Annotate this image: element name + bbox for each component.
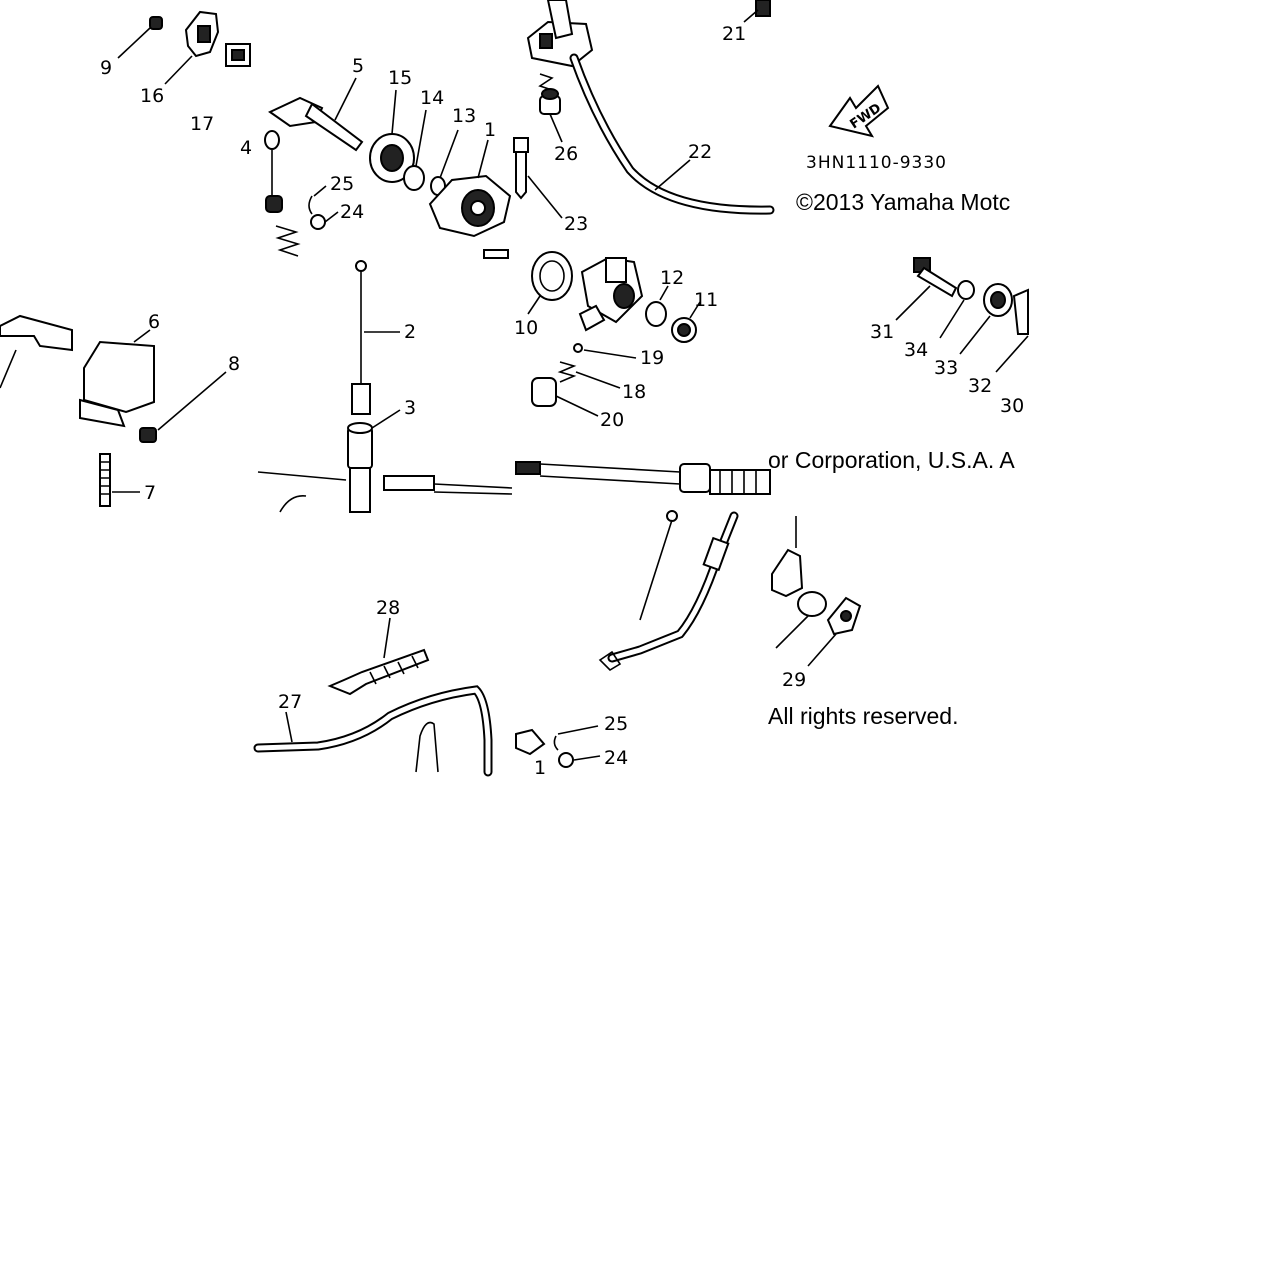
part-bracket bbox=[164, 10, 220, 85]
callout-labels: 9 16 17 5 15 14 13 1 4 25 24 23 21 26 22… bbox=[100, 23, 1024, 779]
callout-33: 33 bbox=[934, 357, 958, 379]
callout-15: 15 bbox=[388, 67, 412, 89]
tile-bottom-middle bbox=[253, 617, 493, 777]
callout-32: 32 bbox=[968, 375, 992, 397]
part-bolt bbox=[895, 257, 958, 321]
part-screw bbox=[117, 16, 163, 59]
part-knob bbox=[775, 591, 862, 667]
callout-4: 4 bbox=[240, 137, 252, 159]
tile-bottom-center bbox=[515, 510, 739, 768]
callout-9: 9 bbox=[100, 57, 112, 79]
part-block bbox=[225, 43, 251, 67]
tile-top-middle bbox=[513, 0, 775, 219]
fwd-arrow-icon bbox=[828, 84, 890, 138]
tile-center-right bbox=[515, 251, 771, 495]
part-connector bbox=[347, 409, 401, 513]
part-cable-guide bbox=[526, 0, 594, 68]
tile-mask-bottom bbox=[986, 700, 1285, 740]
part-cable-sheath bbox=[515, 461, 771, 495]
part-washer bbox=[645, 285, 669, 327]
callout-7: 7 bbox=[144, 482, 156, 504]
callout-25: 25 bbox=[330, 173, 354, 195]
part-screw-small bbox=[483, 249, 509, 259]
callout-11: 11 bbox=[694, 289, 718, 311]
callout-31: 31 bbox=[870, 321, 894, 343]
part-ball-spring-cap bbox=[531, 343, 637, 417]
part-grommet bbox=[538, 73, 563, 143]
part-control-cable bbox=[253, 685, 493, 777]
copyright-line-2: or Corporation, U.S.A. A bbox=[768, 447, 1015, 473]
tile-center bbox=[257, 260, 513, 513]
tile-mask-top bbox=[1030, 180, 1285, 220]
part-strap bbox=[327, 617, 430, 696]
callout-29: 29 bbox=[782, 669, 806, 691]
callout-22: 22 bbox=[688, 141, 712, 163]
callout-26: 26 bbox=[554, 143, 578, 165]
callout-16: 16 bbox=[140, 85, 164, 107]
callout-5: 5 bbox=[352, 55, 364, 77]
part-stud bbox=[99, 453, 140, 507]
diagram-part-number: 3HN1110-9330 bbox=[806, 153, 947, 173]
callout-14: 14 bbox=[420, 87, 444, 109]
part-housing bbox=[428, 139, 512, 238]
callout-28: 28 bbox=[376, 597, 400, 619]
part-21-fragment bbox=[743, 0, 771, 23]
part-screw bbox=[139, 371, 227, 443]
tile-mask-mid bbox=[1030, 440, 1285, 480]
callout-19: 19 bbox=[640, 347, 664, 369]
tile-bottom-right bbox=[771, 516, 862, 667]
callout-1b: 1 bbox=[534, 757, 546, 779]
part-clip-pin bbox=[308, 185, 339, 230]
callout-27: 27 bbox=[278, 691, 302, 713]
callout-17: 17 bbox=[190, 113, 214, 135]
part-washer bbox=[939, 280, 975, 339]
part-nut bbox=[671, 301, 701, 343]
part-main-cable bbox=[569, 53, 775, 215]
part-rod bbox=[351, 260, 400, 415]
part-roller bbox=[959, 283, 1013, 355]
part-shaft bbox=[268, 77, 364, 152]
part-throttle-cable bbox=[598, 510, 739, 672]
copyright-line-3: All rights reserved. bbox=[768, 703, 958, 729]
callout-10: 10 bbox=[514, 317, 538, 339]
part-handle bbox=[0, 314, 73, 389]
callout-2: 2 bbox=[404, 321, 416, 343]
tile-right-middle bbox=[895, 257, 1029, 373]
part-valve-body bbox=[578, 256, 644, 332]
callout-34: 34 bbox=[904, 339, 928, 361]
callout-20: 20 bbox=[600, 409, 624, 431]
tile-top-left bbox=[117, 10, 512, 259]
part-bracket bbox=[771, 516, 804, 598]
callout-3: 3 bbox=[404, 397, 416, 419]
part-grip bbox=[79, 329, 155, 428]
part-bolt bbox=[513, 137, 563, 219]
part-cable-end bbox=[257, 471, 513, 513]
callout-18: 18 bbox=[622, 381, 646, 403]
callout-6: 6 bbox=[148, 311, 160, 333]
part-washer bbox=[403, 109, 427, 191]
callout-24: 24 bbox=[340, 201, 364, 223]
part-32-fragment bbox=[995, 288, 1029, 373]
callout-12: 12 bbox=[660, 267, 684, 289]
callout-13: 13 bbox=[452, 105, 476, 127]
callout-24b: 24 bbox=[604, 747, 628, 769]
callout-25b: 25 bbox=[604, 713, 628, 735]
part-clip-pin bbox=[515, 725, 601, 768]
tile-top-right bbox=[828, 84, 890, 138]
part-spring-assembly bbox=[264, 130, 301, 257]
callout-8: 8 bbox=[228, 353, 240, 375]
copyright-line-1: ©2013 Yamaha Motc bbox=[796, 189, 1010, 215]
callout-1: 1 bbox=[484, 119, 496, 141]
tile-middle-left bbox=[0, 314, 227, 507]
callout-30: 30 bbox=[1000, 395, 1024, 417]
part-seal bbox=[527, 251, 573, 315]
part-pulley bbox=[369, 89, 415, 183]
callout-21: 21 bbox=[722, 23, 746, 45]
callout-23: 23 bbox=[564, 213, 588, 235]
